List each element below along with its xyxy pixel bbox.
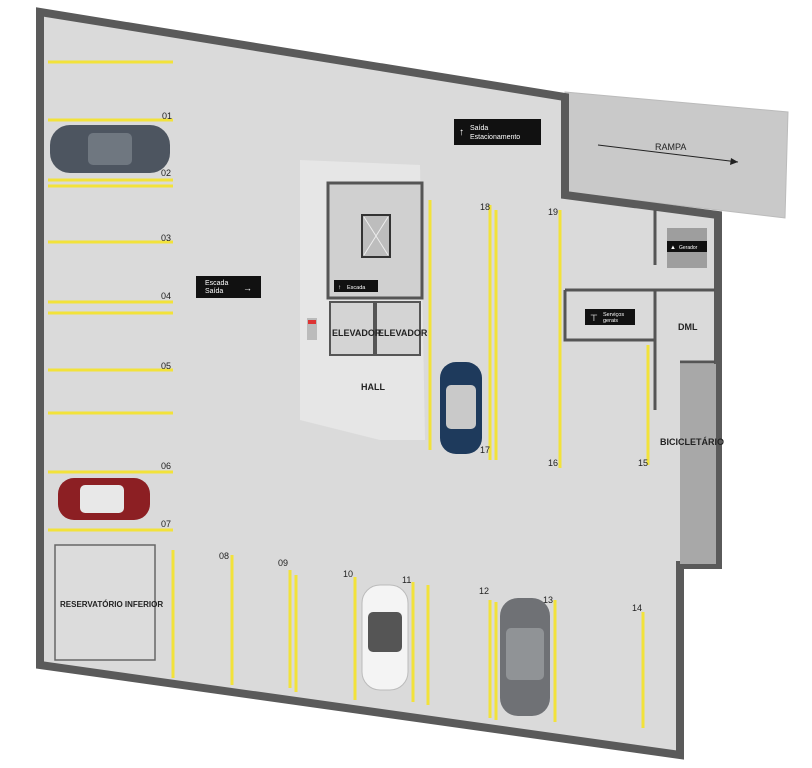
reservoir-label: RESERVATÓRIO INFERIOR — [60, 600, 163, 609]
fire-extinguisher — [307, 318, 317, 340]
spot-number: 11 — [402, 575, 411, 585]
bike-storage-label: BICICLETÁRIO — [660, 437, 724, 447]
spot-number: 16 — [548, 458, 558, 468]
dml-label: DML — [678, 322, 698, 332]
elevator-1-label: ELEVADOR — [332, 328, 382, 338]
car-roof — [506, 628, 544, 680]
spot-number: 08 — [219, 551, 229, 561]
shaft-cross — [363, 216, 389, 256]
spot-number: 10 — [343, 569, 353, 579]
spot-number: 14 — [632, 603, 642, 613]
spot-number: 03 — [161, 233, 171, 243]
ramp-arrow-head — [730, 158, 738, 165]
elevator-1[interactable] — [329, 301, 375, 356]
spot-number: 12 — [479, 586, 489, 596]
car-roof — [446, 385, 476, 429]
spot-number: 04 — [161, 291, 171, 301]
spot-number: 01 — [162, 111, 172, 121]
car-roof — [88, 133, 132, 165]
stairs-sign-label: Escada — [347, 285, 366, 291]
spot-number: 15 — [638, 458, 648, 468]
elevator-2[interactable] — [375, 301, 421, 356]
svg-text:▲: ▲ — [670, 245, 676, 251]
exit-parking-line1: Saída — [470, 125, 488, 132]
stair-exit-line1: Escada — [205, 280, 228, 287]
stair-exit-sign: Escada Saída → — [196, 276, 261, 298]
exit-parking-sign: ↑ Saída Estacionamento — [454, 119, 541, 145]
spot-number: 02 — [161, 168, 171, 178]
generator-sign: ▲ Gerador — [667, 241, 707, 252]
svg-text:↑: ↑ — [459, 127, 464, 138]
elevator-2-label: ELEVADOR — [378, 328, 428, 338]
service-walls — [563, 290, 655, 342]
ramp-arrow — [597, 144, 739, 163]
ramp-label: RAMPA — [655, 142, 686, 152]
spot-number: 18 — [480, 202, 490, 212]
car-roof — [80, 485, 124, 513]
spot-number: 19 — [548, 207, 558, 217]
spot-number: 17 — [480, 445, 490, 455]
services-sign: ⊤ Serviços gerais — [585, 309, 635, 325]
car-windows — [368, 612, 402, 652]
bike-storage — [680, 364, 716, 564]
svg-text:↑: ↑ — [338, 285, 341, 291]
spot-number: 09 — [278, 558, 288, 568]
extinguisher-mark — [308, 320, 316, 324]
spot-number: 06 — [161, 461, 171, 471]
stair-core — [326, 181, 424, 300]
stairs-sign: ↑ Escada — [334, 280, 378, 292]
exit-parking-line2: Estacionamento — [470, 134, 520, 141]
services-line2: gerais — [603, 318, 618, 324]
hall-label: HALL — [361, 382, 385, 392]
generator-sign-label: Gerador — [679, 245, 698, 251]
stair-exit-line2: Saída — [205, 288, 223, 295]
services-line1: Serviços — [603, 312, 624, 318]
spot-number: 07 — [161, 519, 171, 529]
spot-number: 13 — [543, 595, 553, 605]
svg-text:⊤: ⊤ — [590, 313, 598, 323]
lower-reservoir — [54, 544, 156, 661]
spot-number: 05 — [161, 361, 171, 371]
arrow-right-icon: → — [243, 283, 252, 293]
parking-stripes — [48, 60, 650, 728]
